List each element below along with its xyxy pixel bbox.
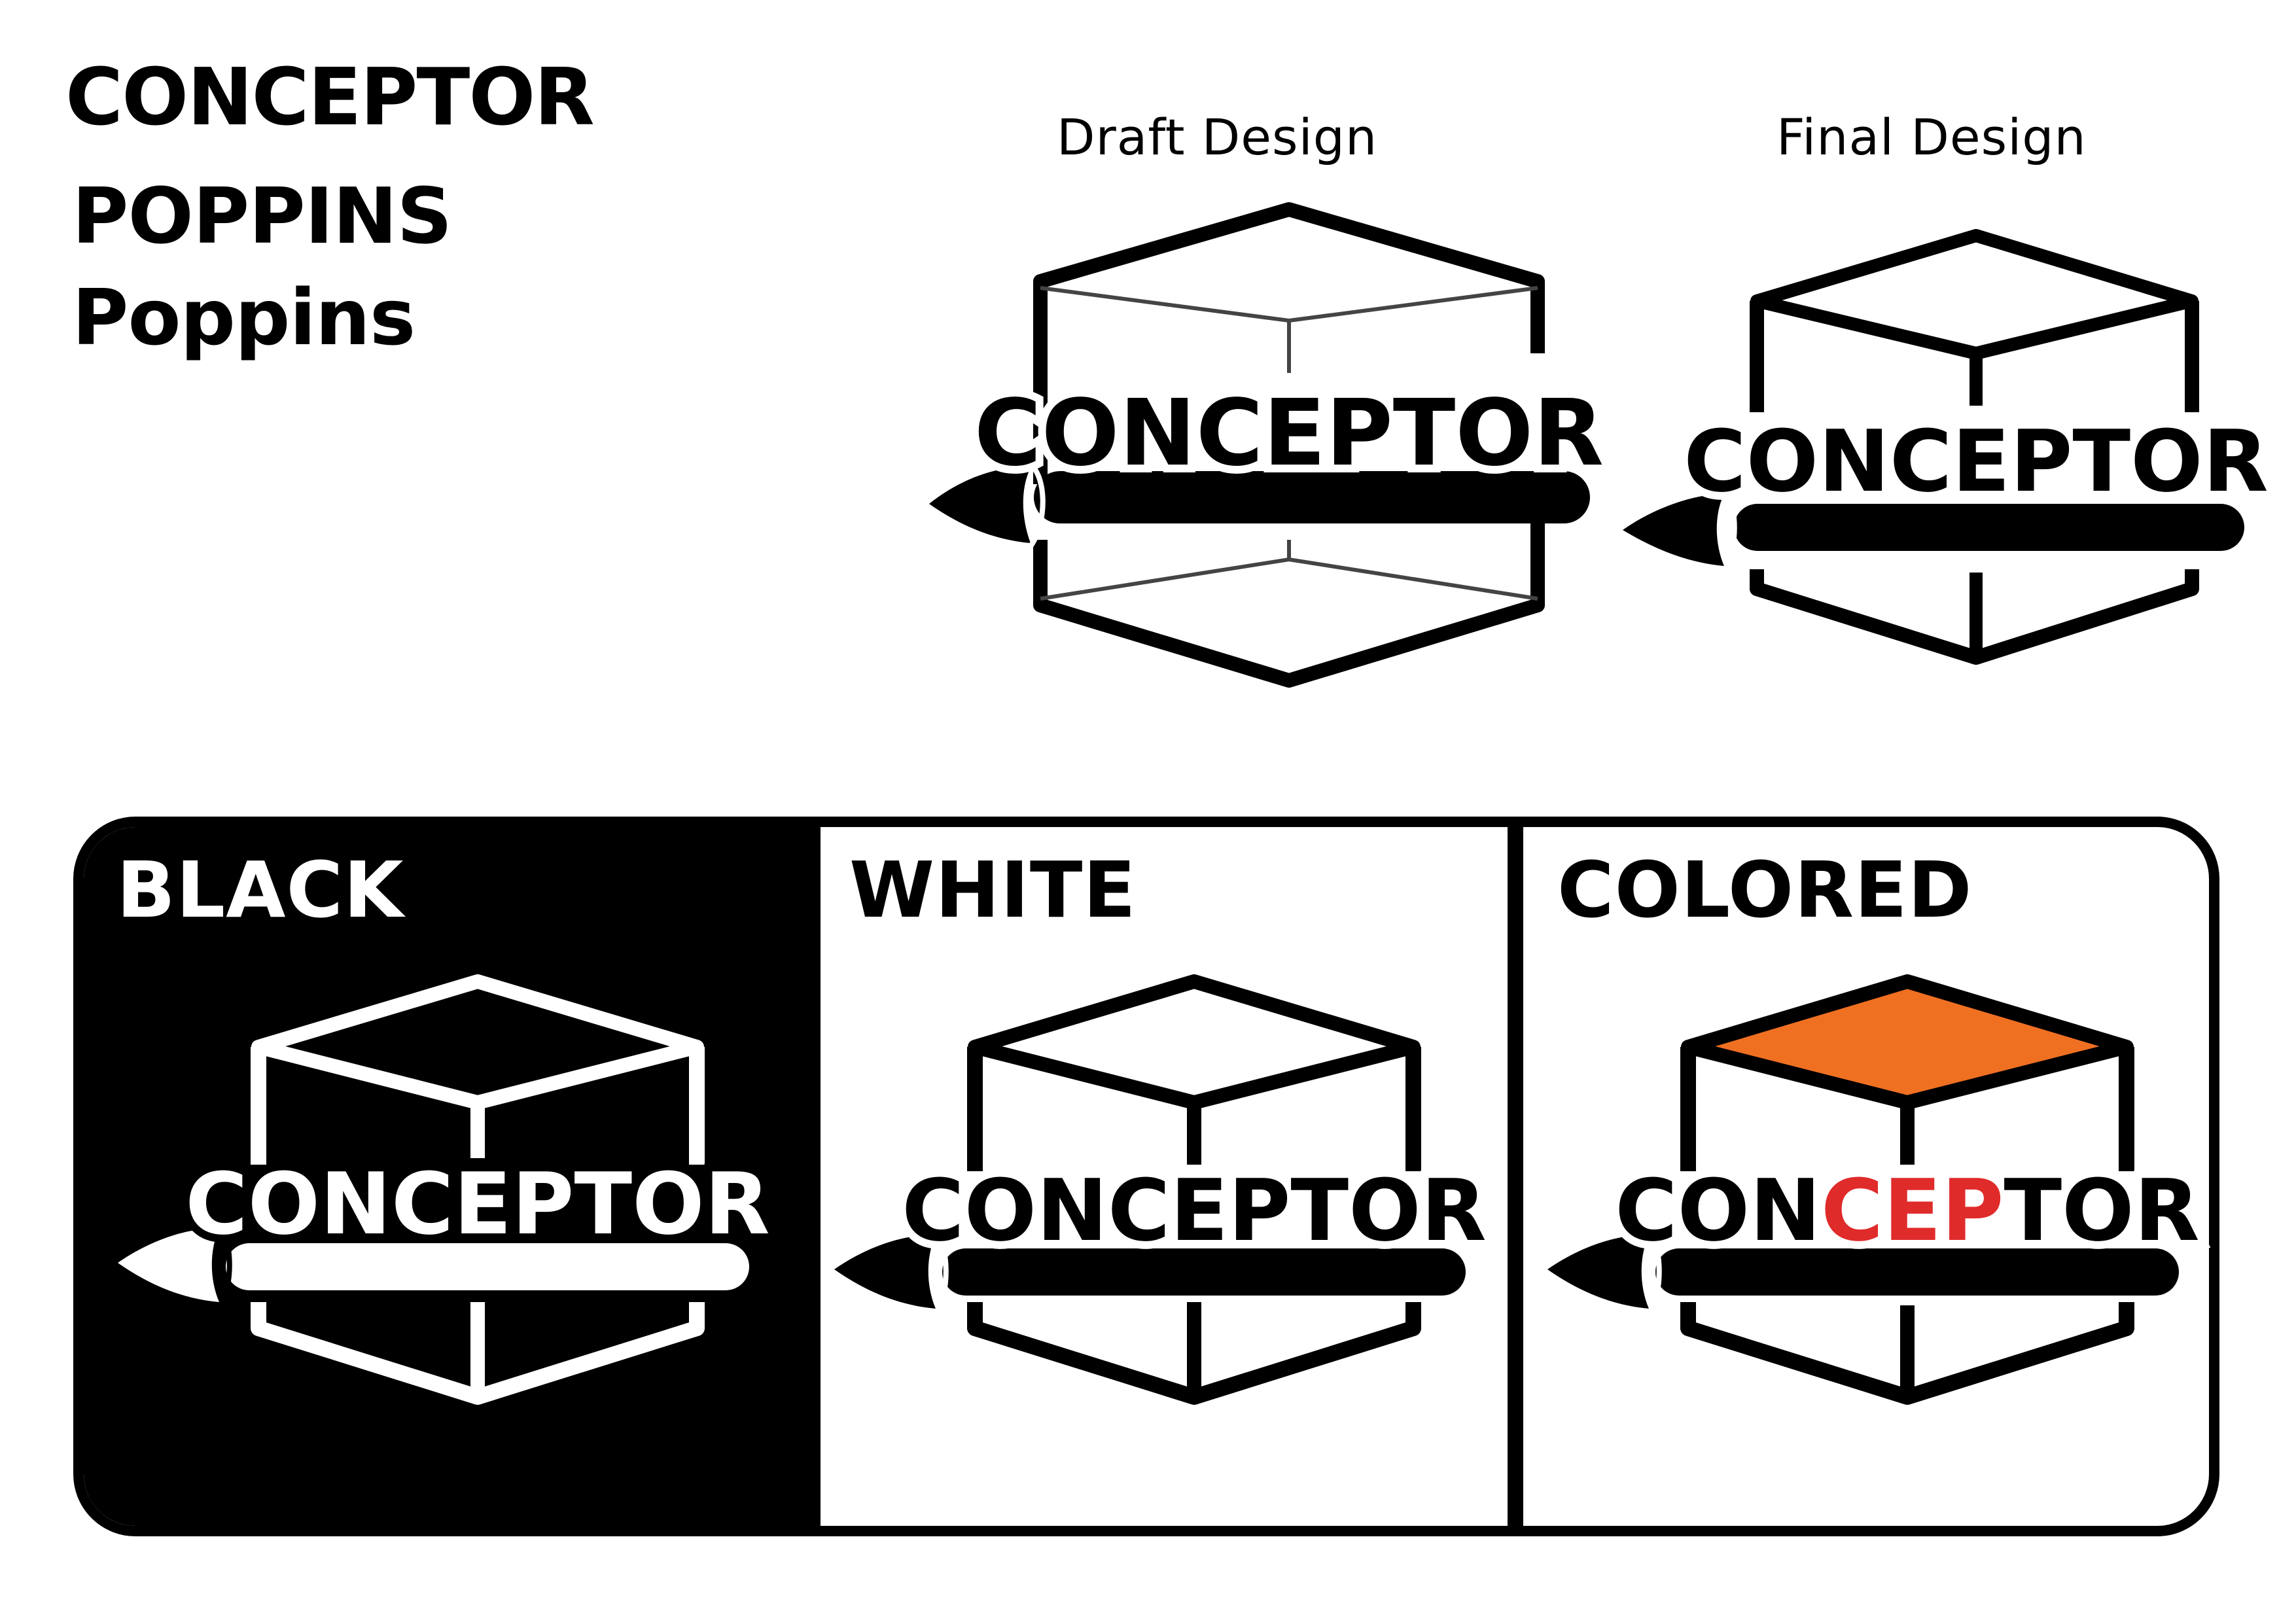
white-variant-wordmark: CONCEPTOR [902, 1161, 1487, 1260]
white-variant-wordmark-outline: CONCEPTOR [902, 1161, 1487, 1260]
panel-title-black: BLACK [116, 845, 404, 935]
colored-cube-top [1681, 974, 2134, 1110]
panel-divider [1508, 827, 1523, 1526]
colored-variant-wordmark: CONCEPTOR [1615, 1161, 2200, 1260]
final-wordmark-outline: CONCEPTOR [1684, 412, 2269, 511]
logo-white-variant: CONCEPTOR CONCEPTOR [821, 962, 1494, 1433]
panel-title-colored: COLORED [1557, 845, 1973, 935]
font-sample-poppins-upper: POPPINS [72, 171, 452, 261]
final-logo: CONCEPTOR CONCEPTOR [1610, 216, 2276, 687]
panel-black [84, 827, 810, 1526]
draft-wordmark: CONCEPTOR [974, 380, 1604, 487]
caption-draft-design: Draft Design [1057, 108, 1378, 166]
panel-title-white: WHITE [849, 845, 1137, 935]
colored-wordmark-highlight: CEP [1821, 1161, 2004, 1260]
panel-divider [810, 827, 821, 1526]
logo-colored-variant: CONCEPTOR CONCEPTOR [1534, 962, 2208, 1433]
draft-logo: CONCEPTOR CONCEPTOR [916, 196, 1623, 700]
colored-variant-wordmark-outline: CONCEPTOR [1615, 1161, 2200, 1260]
caption-final-design: Final Design [1776, 108, 2087, 166]
font-sample-poppins-lower: Poppins [72, 272, 415, 362]
font-sample-conceptor: CONCEPTOR [65, 52, 595, 143]
variant-panel-frame [73, 817, 2219, 1536]
logo-black-variant: CONCEPTOR CONCEPTOR [105, 962, 778, 1433]
black-variant-wordmark: CONCEPTOR [185, 1154, 770, 1254]
final-wordmark: CONCEPTOR [1684, 412, 2269, 511]
black-variant-wordmark-outline: CONCEPTOR [185, 1154, 770, 1254]
draft-wordmark-outline: CONCEPTOR [974, 380, 1604, 487]
